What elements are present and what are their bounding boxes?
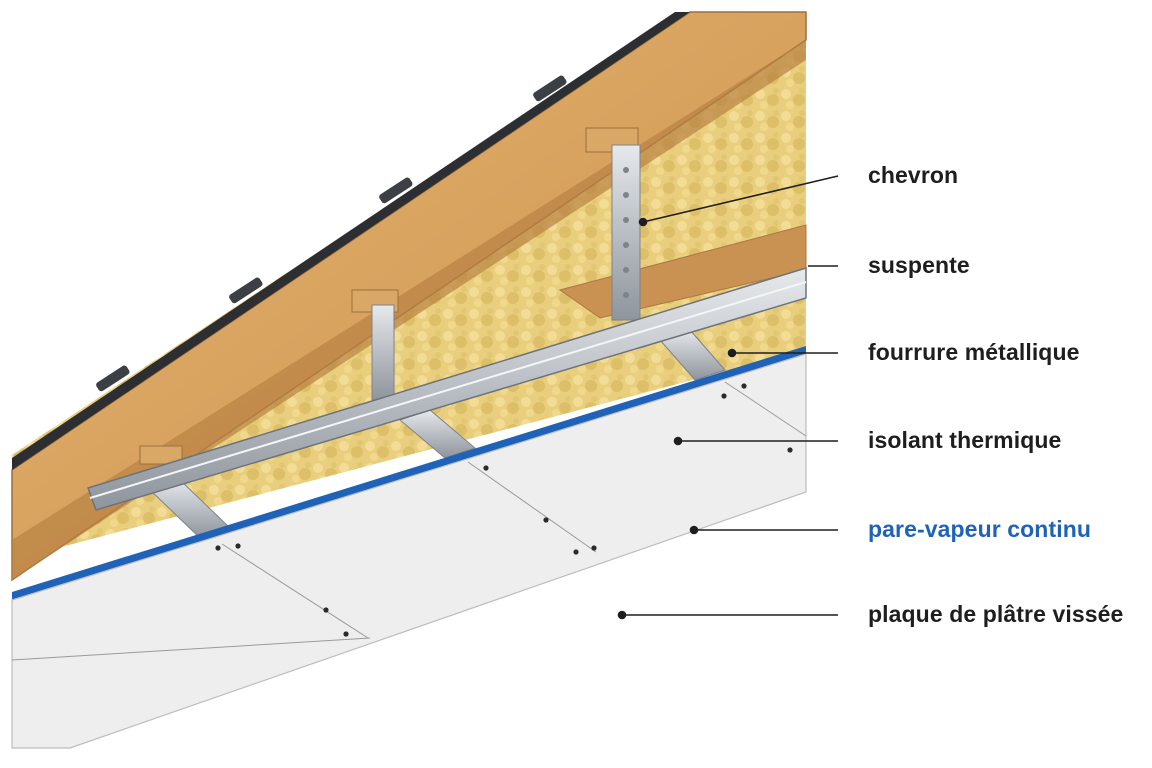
leader-lines: [617, 175, 839, 620]
label-pare-vapeur: pare-vapeur continu: [868, 516, 1091, 542]
label-fourrure: fourrure métallique: [868, 339, 1080, 365]
hanger-3: [139, 445, 183, 465]
leader-chevron: [642, 175, 839, 223]
hanger-1: [351, 289, 399, 401]
roof-covering: [12, 12, 690, 470]
plasterboard-joints: [11, 381, 807, 661]
hanger-brackets: [139, 127, 641, 465]
metal-furring-channel: [87, 266, 807, 511]
plasterboard-screws: [215, 383, 793, 637]
label-isolant: isolant thermique: [868, 427, 1062, 453]
label-suspente: suspente: [868, 252, 970, 278]
hanger-2: [585, 127, 641, 321]
plasterboard: [11, 353, 807, 749]
vapor-barrier: [12, 346, 806, 600]
label-chevron: chevron: [868, 162, 959, 188]
label-plaque: plaque de plâtre vissée: [868, 601, 1124, 627]
roof-tiles: [96, 75, 567, 392]
cross-rails: [149, 329, 726, 539]
rafter-lower-face: [12, 40, 806, 580]
